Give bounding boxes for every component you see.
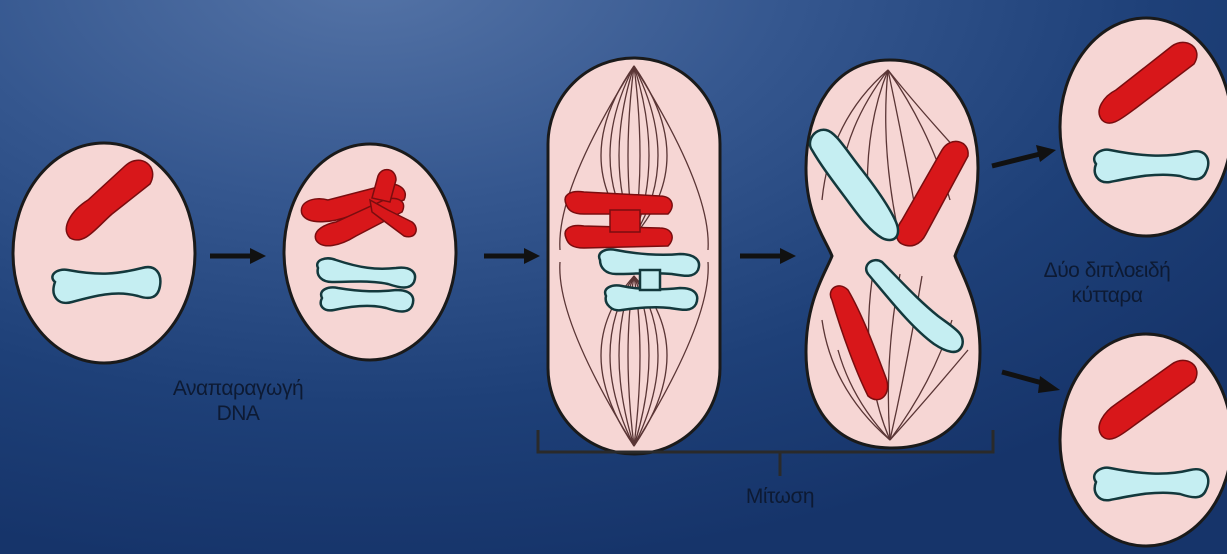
label-two-cells-line1: Δύο διπλοειδή xyxy=(1002,258,1212,283)
label-two-cells-line2: κύτταρα xyxy=(1002,283,1212,308)
label-two-cells: Δύο διπλοειδή κύτταρα xyxy=(1002,258,1212,308)
label-replication-line2: DNA xyxy=(128,401,348,426)
cell-replicated xyxy=(284,144,456,360)
daughter-cell-bottom xyxy=(1060,334,1227,546)
arrow-to-bottom-daughter xyxy=(1002,372,1060,393)
arrow-3 xyxy=(740,248,796,264)
arrow-1 xyxy=(210,248,266,264)
cell-anaphase xyxy=(806,60,980,448)
arrow-2 xyxy=(484,248,540,264)
arrow-to-top-daughter xyxy=(992,145,1056,166)
label-replication-line1: Αναπαραγωγή xyxy=(128,376,348,401)
label-mitosis: Μίτωση xyxy=(700,484,860,509)
label-replication: Αναπαραγωγή DNA xyxy=(128,376,348,426)
daughter-cell-top xyxy=(1060,18,1227,236)
cell-initial xyxy=(13,143,195,363)
label-mitosis-text: Μίτωση xyxy=(700,484,860,509)
cell-metaphase xyxy=(548,58,720,454)
